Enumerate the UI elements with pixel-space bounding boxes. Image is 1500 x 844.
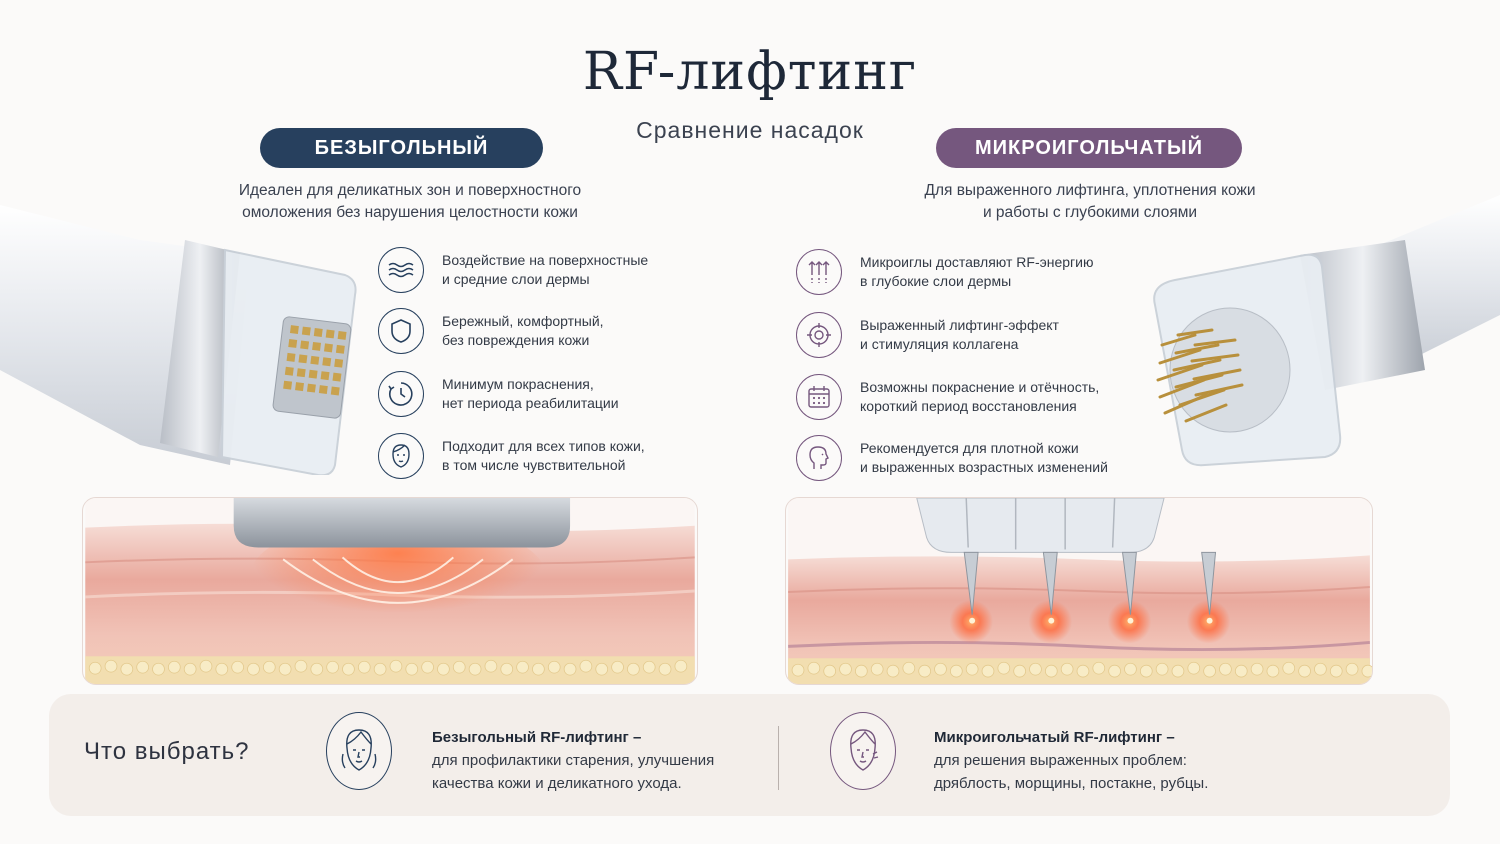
microneedle-description-line1: Для выраженного лифтинга, уплотнения кож… [924,182,1256,199]
feature-line: и выраженных возрастных изменений [860,459,1108,475]
feature-line: Возможны покраснение и отёчность, [860,379,1100,395]
microneedle-badge: МИКРОИГОЛЬЧАТЫЙ [936,128,1242,168]
microneedle-description: Для выраженного лифтинга, уплотнения кож… [880,180,1300,224]
woman-face-icon [850,729,879,771]
needle-free-description-line2: омоложения без нарушения целостности кож… [242,204,578,221]
needle-free-description-line1: Идеален для деликатных зон и поверхностн… [238,182,582,199]
calendar-icon [808,386,830,408]
needle-free-summary-heading: Безыгольный RF-лифтинг – [432,729,642,746]
needle-free-feature-2: Бережный, комфортный, без повреждения кож… [378,308,712,354]
shield-icon [391,319,411,343]
feature-line: без повреждения кожи [442,332,590,348]
needle-free-feature-4: Подходит для всех типов кожи, в том числе… [378,433,712,479]
feature-line: короткий период восстановления [860,398,1077,414]
microneedle-summary-heading: Микроигольчатый RF-лифтинг – [934,729,1175,746]
feature-line: Выраженный лифтинг-эффект [860,317,1059,333]
microneedle-feature-1: Микроиглы доставляют RF-энергию в глубоки… [796,249,1130,295]
microneedle-skin-cross-section [785,497,1373,685]
choice-panel [49,694,1450,816]
feature-line: в глубокие слои дермы [860,273,1012,289]
needle-free-badge: БЕЗЫГОЛЬНЫЙ [260,128,543,168]
feature-line: Микроиглы доставляют RF-энергию [860,254,1094,270]
divider [778,726,779,790]
needle-free-feature-1: Воздействие на поверхностные и средние сл… [378,247,712,293]
target-icon [807,323,831,347]
needle-free-skin-cross-section [82,497,698,685]
woman-face-icon [341,729,377,771]
microneedle-description-line2: и работы с глубокими слоями [982,204,1198,221]
feature-line: Минимум покраснения, [442,376,594,392]
needle-free-summary-line1: для профилактики старения, улучшения [432,752,715,769]
face-profile-icon [809,446,829,469]
feature-line: нет периода реабилитации [442,395,619,411]
waves-icon [388,262,414,278]
needle-free-face-icon [326,712,392,790]
microneedle-feature-4: Рекомендуется для плотной кожи и выраженн… [796,435,1130,481]
feature-line: Бережный, комфортный, [442,313,604,329]
microneedle-feature-2: Выраженный лифтинг-эффект и стимуляция ко… [796,312,1130,358]
feature-line: и средние слои дермы [442,271,590,287]
needle-free-summary: Безыгольный RF-лифтинг – для профилактик… [432,726,714,795]
feature-line: Подходит для всех типов кожи, [442,438,645,454]
microneedle-feature-3: Возможны покраснение и отёчность, коротки… [796,374,1130,420]
clock-icon [388,382,413,406]
microneedle-handpiece-illustration [1153,195,1500,467]
face-icon [392,444,410,468]
feature-line: и стимуляция коллагена [860,336,1019,352]
microneedle-face-icon [830,712,896,790]
page-subtitle: Сравнение насадок [636,117,864,143]
feature-line: Воздействие на поверхностные [442,252,649,268]
needle-free-handpiece-illustration [0,205,357,475]
feature-line: в том числе чувствительной [442,457,626,473]
microneedle-summary-line1: для решения выраженных проблем: [934,752,1187,769]
page-title: RF-лифтинг [582,42,918,102]
feature-line: Рекомендуется для плотной кожи [860,440,1079,456]
microneedle-summary-line2: дряблость, морщины, постакне, рубцы. [934,775,1209,792]
needle-free-summary-line2: качества кожи и деликатного ухода. [432,775,682,792]
needle-free-description: Идеален для деликатных зон и поверхностн… [200,180,620,224]
microneedle-arrows-icon [808,261,830,283]
microneedle-summary: Микроигольчатый RF-лифтинг – для решения… [934,726,1208,795]
choice-question: Что выбрать? [84,738,250,765]
needle-free-feature-3: Минимум покраснения, нет периода реабилит… [378,371,712,417]
